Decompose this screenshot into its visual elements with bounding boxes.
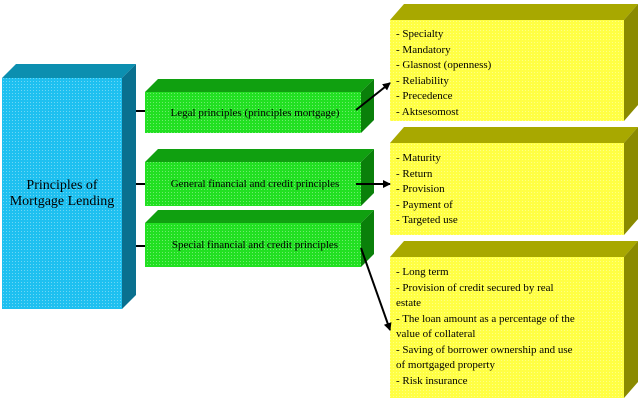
main-box-label: Principles of Mortgage Lending: [9, 177, 115, 209]
list-item: - Provision: [396, 183, 445, 195]
category-label-legal: Legal principles (principles mortgage): [170, 106, 340, 119]
list-item: - The loan amount as a percentage of the: [396, 312, 575, 325]
list-item: - Specialty: [396, 28, 444, 40]
arrow-special: [360, 247, 392, 331]
list-item: - Targeted use: [396, 214, 458, 226]
list-box-general: [390, 127, 638, 235]
category-label-special: Special financial and credit principles: [171, 238, 339, 251]
list-special: - Long term - Provision of credit secure…: [396, 265, 575, 389]
list-item: - Precedence: [396, 90, 453, 102]
category-box-general: [145, 149, 374, 206]
list-item: - Provision of credit secured by real: [396, 281, 554, 294]
list-item: - Payment of: [396, 198, 453, 211]
list-item: - Glasnost (openness): [396, 59, 492, 71]
main-box: [2, 64, 136, 309]
list-item: - Maturity: [396, 152, 441, 164]
list-box-legal: [390, 4, 638, 121]
list-legal: - Specialty - Mandatory - Glasnost (open…: [396, 27, 491, 120]
list-item: estate: [396, 297, 422, 309]
list-box-special: [390, 241, 638, 398]
category-box-special: [145, 210, 374, 267]
list-item: - Aktsesomost: [396, 105, 459, 118]
category-label-general: General financial and credit principles: [170, 177, 340, 190]
list-item: - Saving of borrower ownership and use: [396, 343, 573, 356]
list-item: - Risk insurance: [396, 374, 468, 387]
list-item: value of collateral: [396, 328, 476, 340]
category-box-legal: [145, 79, 374, 133]
arrow-legal: [355, 82, 391, 111]
list-item: - Long term: [396, 266, 449, 278]
list-item: - Return: [396, 167, 433, 180]
list-item: - Reliability: [396, 74, 449, 87]
list-general: - Maturity - Return - Provision - Paymen…: [396, 151, 458, 229]
list-item: - Mandatory: [396, 43, 451, 56]
list-item: of mortgaged property: [396, 359, 495, 371]
